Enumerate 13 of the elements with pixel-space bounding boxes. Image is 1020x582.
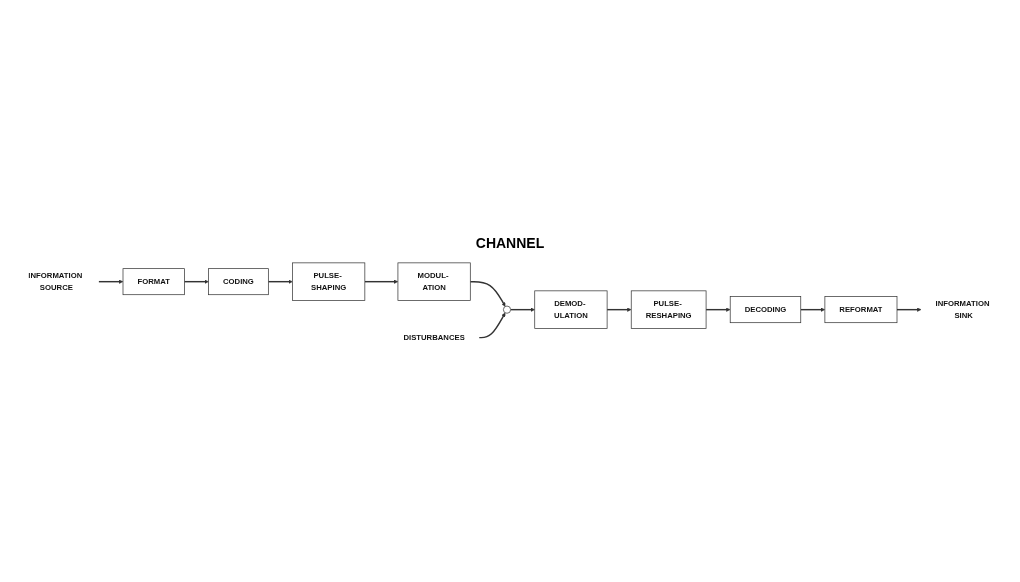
arrow <box>98 279 124 285</box>
arrow <box>478 312 506 339</box>
arrow <box>705 307 731 312</box>
arrow <box>183 279 209 285</box>
node-circle <box>503 305 511 314</box>
arrow <box>509 307 535 312</box>
arrow <box>267 279 293 285</box>
channel-label: CHANNEL <box>475 235 545 252</box>
arrow <box>800 307 826 312</box>
arrow <box>469 281 506 307</box>
arrow <box>896 307 922 312</box>
arrow <box>364 279 399 285</box>
arrow <box>606 307 632 312</box>
